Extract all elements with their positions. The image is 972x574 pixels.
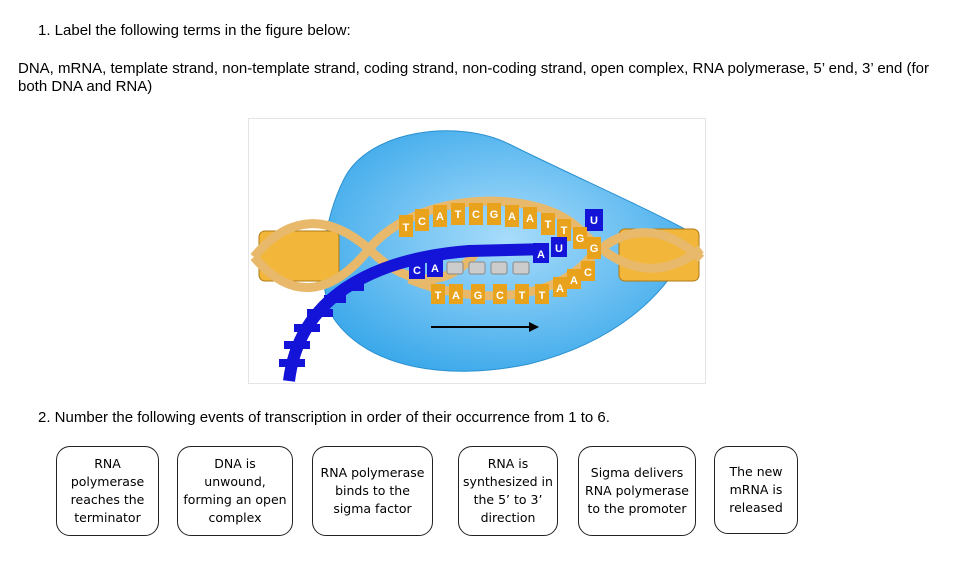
svg-text:T: T	[435, 290, 442, 302]
svg-text:A: A	[537, 249, 545, 261]
question-2-prompt: 2. Number the following events of transc…	[38, 409, 610, 426]
svg-text:A: A	[526, 213, 534, 225]
svg-text:C: C	[496, 290, 504, 302]
question-1-prompt: 1. Label the following terms in the figu…	[38, 22, 351, 39]
direction-arrow-icon	[431, 322, 539, 332]
svg-text:C: C	[584, 267, 592, 279]
svg-text:A: A	[436, 211, 444, 223]
svg-text:U: U	[555, 243, 563, 255]
svg-text:T: T	[545, 219, 552, 231]
svg-text:A: A	[431, 263, 439, 275]
svg-text:G: G	[576, 233, 585, 245]
event-box: RNA is synthesized in the 5’ to 3’ direc…	[458, 446, 558, 536]
event-box: RNA polymerase reaches the terminator	[56, 446, 159, 536]
event-box: RNA polymerase binds to the sigma factor	[312, 446, 433, 536]
svg-text:A: A	[452, 290, 460, 302]
event-text: RNA is synthesized in the 5’ to 3’ direc…	[463, 456, 553, 525]
svg-text:A: A	[556, 283, 564, 295]
event-box: Sigma delivers RNA polymerase to the pro…	[578, 446, 696, 536]
svg-text:T: T	[561, 225, 568, 237]
svg-text:T: T	[403, 222, 410, 234]
svg-text:C: C	[418, 216, 426, 228]
event-text: The new mRNA is released	[729, 464, 783, 515]
event-text: Sigma delivers RNA polymerase to the pro…	[585, 465, 689, 516]
svg-text:T: T	[539, 290, 546, 302]
svg-text:U: U	[590, 215, 598, 227]
svg-text:A: A	[508, 211, 516, 223]
terms-list: DNA, mRNA, template strand, non-template…	[18, 60, 930, 95]
event-text: RNA polymerase binds to the sigma factor	[320, 465, 425, 516]
svg-text:T: T	[519, 290, 526, 302]
svg-text:C: C	[472, 209, 480, 221]
event-box: The new mRNA is released	[714, 446, 798, 534]
svg-text:G: G	[474, 290, 483, 302]
svg-text:G: G	[490, 209, 499, 221]
event-text: RNA polymerase reaches the terminator	[70, 456, 145, 525]
svg-text:T: T	[455, 209, 462, 221]
svg-text:G: G	[590, 243, 599, 255]
event-box: DNA is unwound, forming an open complex	[177, 446, 293, 536]
svg-text:A: A	[570, 275, 578, 287]
svg-text:C: C	[413, 265, 421, 277]
event-text: DNA is unwound, forming an open complex	[183, 456, 287, 525]
